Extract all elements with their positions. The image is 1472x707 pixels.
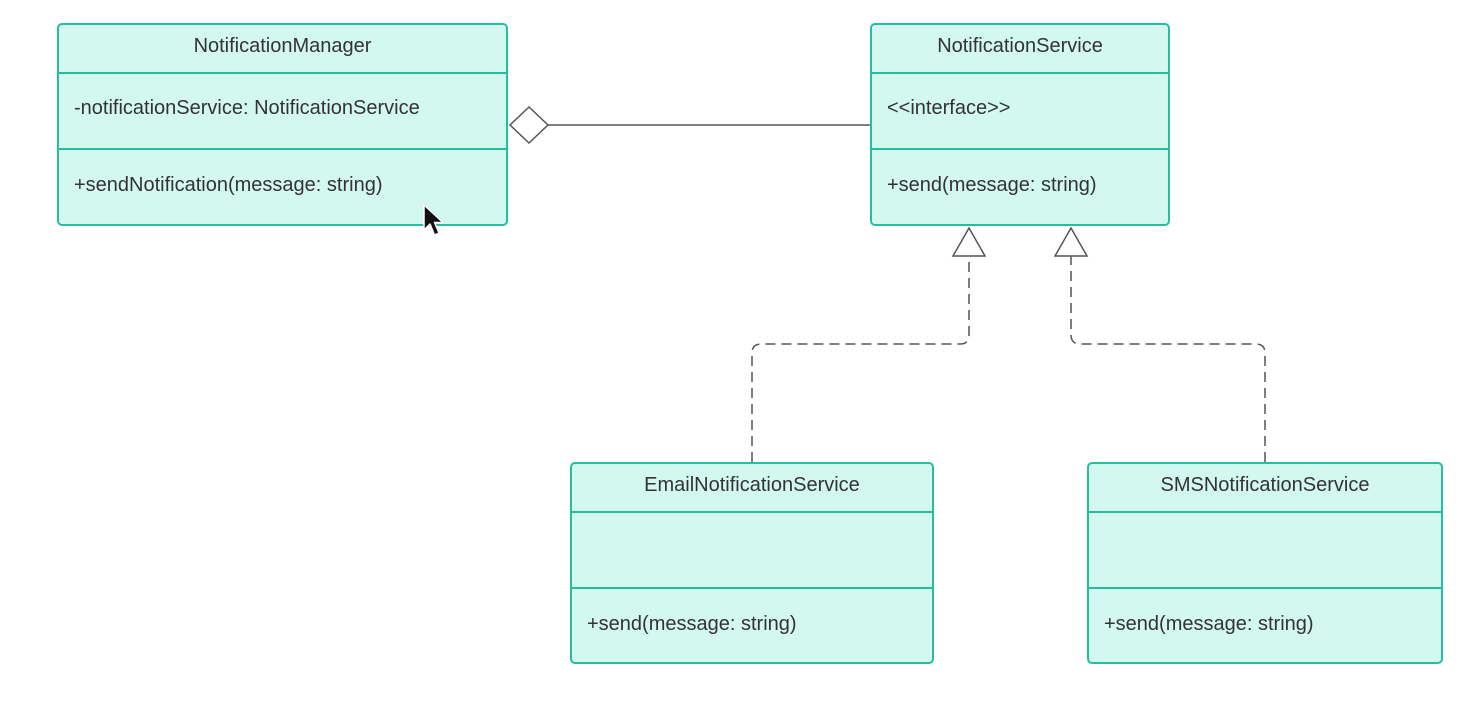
class-notification-service[interactable]: NotificationService <<interface>> +send(… <box>870 23 1170 226</box>
realization-connector-sms[interactable] <box>1053 226 1266 462</box>
class-attributes: -notificationService: NotificationServic… <box>59 74 506 150</box>
realization-arrowhead-sms <box>1053 226 1089 257</box>
class-name: NotificationManager <box>59 25 506 74</box>
realization-connector-email[interactable] <box>751 226 987 462</box>
aggregation-connector[interactable] <box>508 105 870 145</box>
class-attributes <box>572 513 932 589</box>
mouse-cursor-icon <box>423 204 444 236</box>
class-email-notification-service[interactable]: EmailNotificationService +send(message: … <box>570 462 934 664</box>
realization-arrowhead-email <box>951 226 987 257</box>
class-name: EmailNotificationService <box>572 464 932 513</box>
class-name: SMSNotificationService <box>1089 464 1441 513</box>
class-attributes <box>1089 513 1441 589</box>
class-stereotype: <<interface>> <box>872 74 1168 150</box>
class-sms-notification-service[interactable]: SMSNotificationService +send(message: st… <box>1087 462 1443 664</box>
class-operations: +send(message: string) <box>887 174 1097 196</box>
class-notification-manager[interactable]: NotificationManager -notificationService… <box>57 23 508 226</box>
class-operations: +sendNotification(message: string) <box>74 174 383 196</box>
aggregation-diamond <box>508 105 550 145</box>
class-name: NotificationService <box>872 25 1168 74</box>
class-operations: +send(message: string) <box>587 613 797 635</box>
class-operations: +send(message: string) <box>1104 613 1314 635</box>
